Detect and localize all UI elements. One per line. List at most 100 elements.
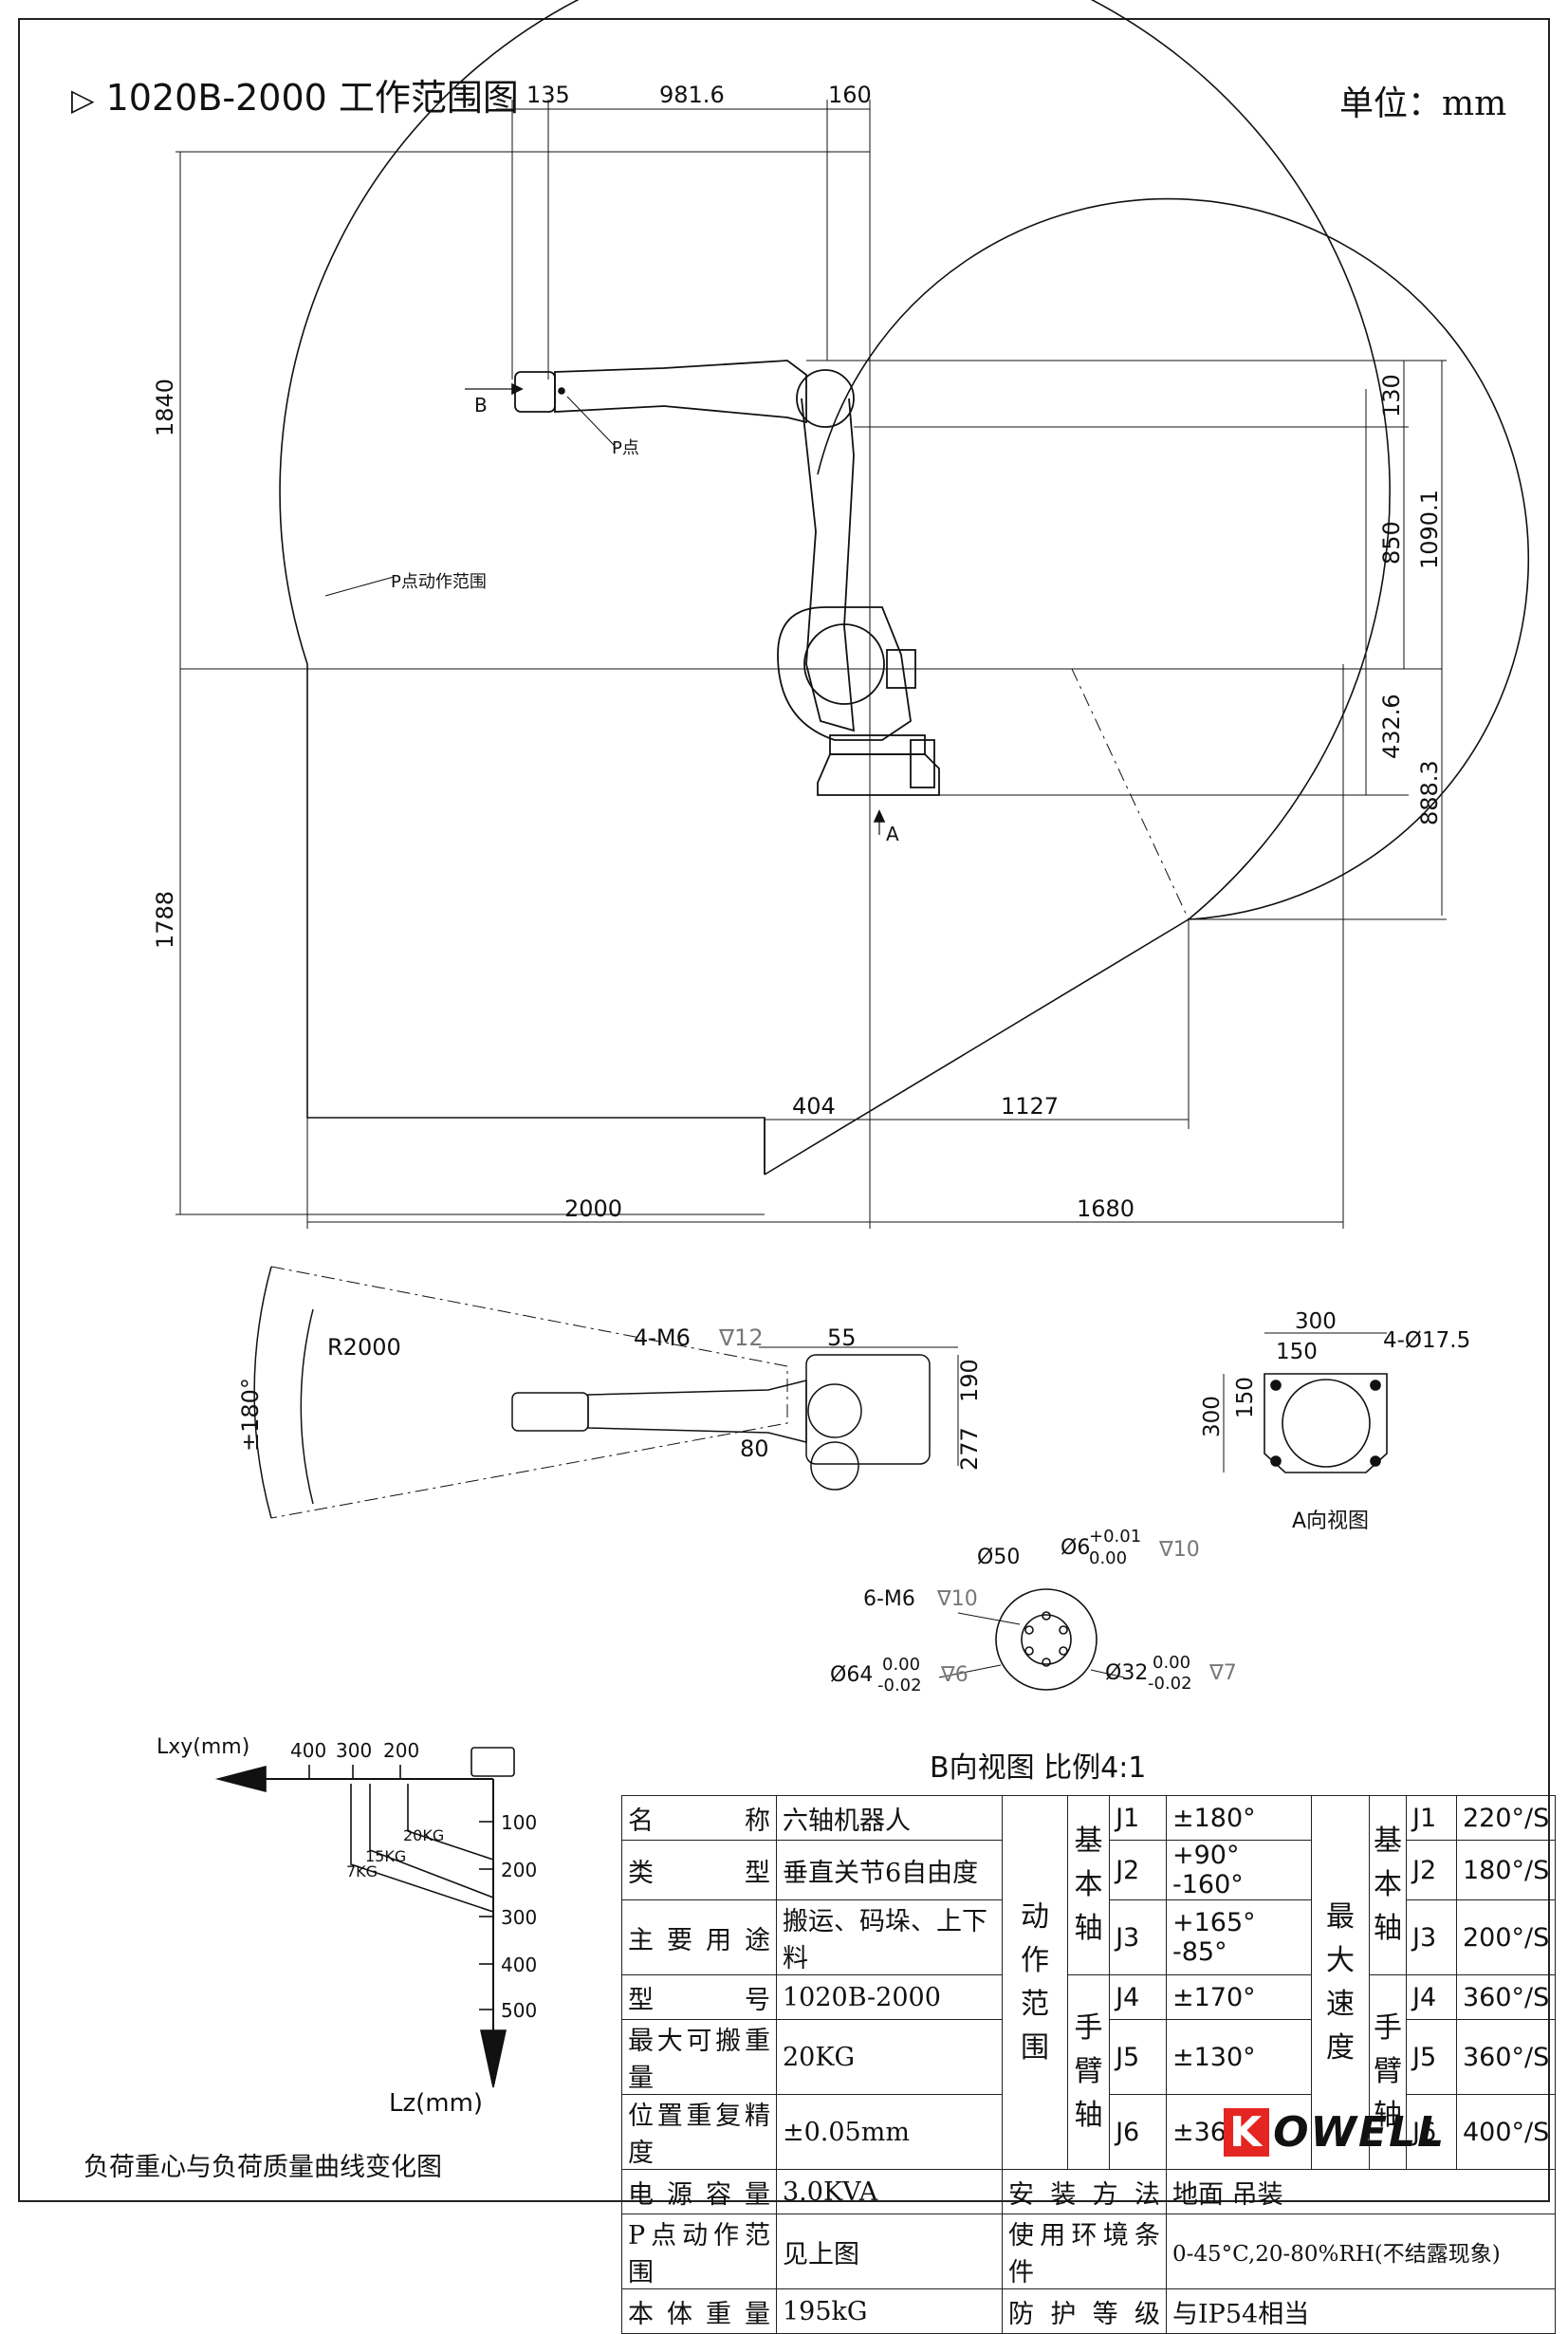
spec-label: 主要用途 xyxy=(621,1899,777,1975)
vertical-char: 动 xyxy=(1020,1899,1049,1934)
spec-label: 位置重复精度 xyxy=(621,2094,777,2170)
spec-value: ±0.05mm xyxy=(776,2094,1003,2170)
vertical-char: 臂 xyxy=(1374,2055,1402,2088)
spec-value: 20KG xyxy=(776,2019,1003,2095)
max-speed-group: 最大速度 xyxy=(1311,1795,1370,2170)
spec-value-2: 与IP54相当 xyxy=(1165,2288,1557,2334)
max-speed-label: 最大速度 xyxy=(1318,1896,1363,2070)
vertical-char: 最 xyxy=(1326,1899,1355,1934)
spec-row-type: 类型 垂直关节6自由度 J2 +90° -160° J2 180°/S xyxy=(621,1840,1557,1900)
motor-block xyxy=(886,649,916,689)
p-point-leader xyxy=(566,396,616,447)
b-view-title: B向视图 比例4:1 xyxy=(930,1751,1147,1785)
y-axis-label: Lz(mm) xyxy=(389,2089,483,2118)
vertical-char: 基 xyxy=(1074,1825,1103,1858)
p-range-leader xyxy=(324,576,395,597)
load-curve-title: 负荷重心与负荷质量曲线变化图 xyxy=(83,2153,442,2182)
b-m6-leader xyxy=(957,1612,1021,1625)
speed-wrist-axis-group: 手臂轴 xyxy=(1369,1974,1407,2170)
radius-label: R2000 xyxy=(327,1334,401,1361)
drawing-title: ▷1020B-2000 工作范围图 xyxy=(71,68,519,120)
top-shoulder xyxy=(810,1441,859,1491)
a-view-bore xyxy=(1282,1379,1371,1468)
dim-404: 404 xyxy=(792,1093,836,1120)
axis-speed: 220°/S xyxy=(1455,1795,1557,1841)
x-tick-label-400: 400 xyxy=(290,1739,326,1762)
spec-row-usage: 主要用途 搬运、码垛、上下料 J3 +165° -85° J3 200°/S xyxy=(621,1899,1557,1975)
spec-value: 195kG xyxy=(776,2288,1003,2334)
spec-label: 本体重量 xyxy=(621,2288,777,2334)
rotation-range-lines xyxy=(270,1266,788,1519)
envelope-bottom-chord xyxy=(764,918,1190,1176)
y-tick-label-300: 300 xyxy=(501,1906,537,1929)
spec-value: 垂直关节6自由度 xyxy=(776,1840,1003,1900)
b-view xyxy=(938,1588,1125,1691)
axis-speed: 400°/S xyxy=(1455,2094,1557,2170)
y-tick-label-200: 200 xyxy=(501,1859,537,1881)
a-view-texts: 300 150 150 300 4-Ø17.5 xyxy=(1200,1309,1470,1437)
axis-range: ±170° xyxy=(1166,1974,1312,2020)
axis-range: ±360° xyxy=(1166,2094,1312,2170)
work-range-texts: 135 981.6 160 1840 1788 130 1090.1 850 4… xyxy=(152,82,1443,1222)
motion-range-label: 动作范围 xyxy=(1008,1896,1061,2070)
b-d32-tol-dn: -0.02 xyxy=(1148,1674,1192,1694)
dim-1840: 1840 xyxy=(152,379,178,436)
dimension-lines xyxy=(175,100,1447,1229)
b-pin-hole xyxy=(1042,1611,1051,1621)
b-d64-tol-up: 0.00 xyxy=(882,1655,920,1675)
vertical-char: 基 xyxy=(1374,1825,1402,1858)
dim-80: 80 xyxy=(740,1436,769,1462)
robot-arm-side xyxy=(514,360,940,796)
axis-name: J5 xyxy=(1109,2019,1167,2095)
p-range-label: P点动作范围 xyxy=(391,572,487,592)
a-hole-2 xyxy=(1370,1380,1381,1391)
logo-text: OWELL xyxy=(1273,2108,1447,2157)
a-holes-label: 4-Ø17.5 xyxy=(1383,1328,1470,1353)
a-dim-300-side: 300 xyxy=(1200,1396,1225,1437)
axis-name: J2 xyxy=(1109,1840,1167,1900)
top-view xyxy=(253,1266,959,1519)
axis-speed: 360°/S xyxy=(1455,2019,1557,2095)
speed-axis-name: J5 xyxy=(1406,2019,1457,2095)
b-hole-4 xyxy=(1059,1646,1068,1656)
spec-value: 搬运、码垛、上下料 xyxy=(776,1899,1003,1975)
wrist-axis-label: 手臂轴 xyxy=(1072,2007,1105,2138)
vertical-char: 臂 xyxy=(1074,2055,1103,2088)
b-d32-tol-up: 0.00 xyxy=(1153,1653,1190,1673)
dim-55: 55 xyxy=(827,1324,857,1351)
b-d6-tol-up: +0.01 xyxy=(1089,1527,1141,1547)
axis-name: J4 xyxy=(1109,1974,1167,2020)
b-arrow-head xyxy=(511,382,524,396)
vertical-char: 大 xyxy=(1326,1943,1355,1977)
drawing-sheet: ▷1020B-2000 工作范围图 单位：mm xyxy=(18,0,1557,2334)
b-flange-outer xyxy=(995,1588,1098,1691)
a-dim-300-top: 300 xyxy=(1295,1309,1337,1334)
b-d64-leader xyxy=(938,1664,1002,1678)
b-hole-1 xyxy=(1024,1625,1034,1635)
b-d64-tol-dn: -0.02 xyxy=(877,1676,922,1695)
spec-value: 六轴机器人 xyxy=(776,1795,1003,1841)
dim-1090: 1090.1 xyxy=(1416,490,1443,569)
y-tick-label-400: 400 xyxy=(501,1954,537,1976)
axis-range: +90° -160° xyxy=(1166,1840,1312,1900)
top-end-effector xyxy=(511,1392,589,1432)
axis-speed: 360°/S xyxy=(1455,1974,1557,2020)
curve-20kg xyxy=(407,1784,494,1861)
top-base xyxy=(805,1354,931,1465)
shoulder-joint xyxy=(803,623,885,705)
y-tick-label-100: 100 xyxy=(501,1811,537,1834)
forearm xyxy=(554,360,807,424)
spec-value-2: 0-45°C,20-80%RH(不结露现象) xyxy=(1165,2214,1557,2289)
p-point-label: P点 xyxy=(612,438,639,458)
vertical-char: 范 xyxy=(1020,1987,1049,2021)
dim-1127: 1127 xyxy=(1001,1093,1059,1120)
lz-arrow xyxy=(480,2029,507,2088)
spec-label: P点动作范围 xyxy=(621,2214,777,2289)
j3-limit-line xyxy=(1071,668,1190,920)
vertical-char: 手 xyxy=(1374,2011,1402,2045)
spec-value-2: 地面 吊装 xyxy=(1165,2169,1557,2214)
base-axis-group: 基本轴 xyxy=(1066,1795,1111,1975)
p-point-range-envelope xyxy=(279,0,1530,1175)
b-marker: B xyxy=(474,394,488,417)
